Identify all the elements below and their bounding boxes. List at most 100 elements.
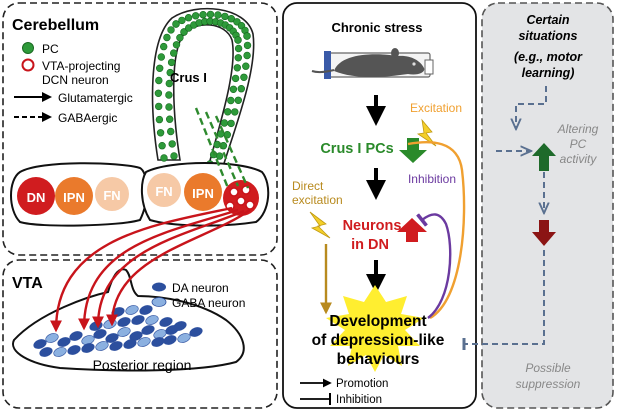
fn-left-label: FN	[103, 188, 120, 203]
certain-situations-line2: situations	[518, 29, 577, 43]
gaba-neuron	[95, 341, 109, 351]
da-neuron	[81, 343, 95, 353]
crus-i-label: Crus I	[170, 70, 207, 85]
da-neuron	[105, 333, 119, 343]
direct-excitation-bolt-icon	[309, 211, 331, 239]
purkinje-cell	[231, 108, 239, 116]
da-neuron-label: DA neuron	[172, 281, 229, 295]
ipn-right-nucleus	[184, 173, 222, 211]
da-neuron	[123, 339, 137, 349]
certain-situations-line3: (e.g., motor	[514, 50, 583, 64]
purkinje-cell	[237, 84, 246, 93]
promotion-legend-label: Promotion	[336, 378, 388, 390]
possible-suppression-line1: Possible	[525, 361, 571, 375]
purkinje-cell	[176, 33, 184, 42]
outcome-starburst	[326, 285, 424, 372]
posterior-region-label: Posterior region	[93, 357, 192, 373]
mouse-restraint-icon	[311, 48, 434, 79]
situations-to-altering-arrow	[516, 86, 547, 128]
da-neuron	[131, 315, 145, 325]
vta-title: VTA	[12, 275, 43, 292]
outcome-line3: behaviours	[337, 351, 420, 368]
altering-pc-activity-line2: PC	[570, 137, 587, 151]
purkinje-cell	[172, 20, 180, 28]
gaba-neuron	[45, 333, 59, 343]
purkinje-cell	[167, 58, 176, 67]
fn-right-label: FN	[155, 184, 172, 199]
ipn-left-label: IPN	[63, 190, 85, 205]
chronic-stress-panel: Chronic stress Crus I PCs Neurons in DN …	[282, 2, 477, 409]
purkinje-cell	[233, 64, 242, 72]
purkinje-cell	[192, 12, 200, 20]
purkinje-cell	[163, 33, 171, 42]
certain-situations-line4: learning)	[522, 66, 575, 80]
purkinje-cell	[154, 89, 163, 98]
da-neuron	[129, 331, 143, 341]
vta-projecting-dcn-neuron	[229, 187, 239, 197]
purkinje-cell	[221, 12, 229, 21]
legend-pc-label: PC	[42, 42, 59, 56]
possible-suppression-line2: suppression	[516, 377, 581, 391]
purkinje-cell	[178, 16, 186, 25]
gaba-neuron-legend-icon	[151, 297, 167, 307]
da-neuron	[163, 335, 177, 345]
inhibition-label: Inhibition	[408, 172, 456, 186]
crus-pcs-decrease-arrow	[399, 138, 427, 163]
purkinje-cell	[231, 74, 240, 83]
da-neuron	[173, 321, 187, 331]
purkinje-cell	[165, 79, 174, 88]
purkinje-cell	[220, 119, 229, 127]
gaba-neuron	[53, 347, 67, 357]
purkinje-cell	[234, 54, 243, 62]
da-neuron	[141, 325, 155, 335]
legend-gabaergic-label: GABAergic	[58, 111, 117, 125]
fn-right-nucleus	[147, 173, 181, 207]
purkinje-cell	[166, 68, 174, 77]
purkinje-cell	[165, 103, 173, 111]
purkinje-cell	[243, 41, 252, 50]
gaba-neuron	[137, 337, 151, 347]
neurons-in-dn-line2: in DN	[351, 237, 389, 253]
da-neuron	[159, 317, 173, 327]
excitation-label: Excitation	[410, 101, 462, 115]
purkinje-cell	[156, 64, 164, 73]
vta-projecting-legend-icon	[21, 58, 35, 72]
purkinje-cell	[160, 42, 168, 51]
purkinje-cell	[229, 85, 238, 94]
inhibition-feedback-loop	[416, 213, 452, 319]
purkinje-cell	[234, 44, 243, 53]
purkinje-cell	[227, 96, 235, 105]
dn-left-nucleus	[17, 177, 55, 215]
purkinje-cell	[168, 140, 176, 148]
gaba-neuron	[177, 333, 191, 343]
purkinje-cell	[155, 76, 163, 85]
purkinje-cell	[170, 152, 178, 160]
dcn-vta-projection-arrow	[92, 209, 245, 329]
purkinje-cell	[166, 115, 174, 123]
purkinje-cell	[215, 152, 224, 160]
purkinje-cell	[214, 11, 222, 19]
purkinje-cell	[234, 36, 242, 44]
purkinje-cell	[242, 62, 250, 70]
legend-glutamatergic-label: Glutamatergic	[58, 91, 133, 105]
da-neuron	[67, 345, 81, 355]
purkinje-cell	[227, 119, 235, 128]
gaba-neuron	[145, 315, 159, 325]
altering-pc-activity-line1: Altering	[557, 122, 599, 136]
possible-suppression-path	[462, 250, 545, 350]
purkinje-cell	[243, 32, 251, 40]
purkinje-cell	[234, 96, 243, 105]
da-neuron	[57, 337, 71, 347]
pc-activity-increase-arrow	[532, 143, 556, 171]
certain-situations-panel: Certain situations (e.g., motor learning…	[462, 2, 614, 409]
da-neuron	[33, 339, 47, 349]
da-neuron	[93, 329, 107, 339]
purkinje-cell	[170, 49, 178, 57]
purkinje-cell	[240, 73, 248, 82]
fn-left-nucleus	[95, 177, 129, 211]
gaba-neuron-label: GABA neuron	[172, 296, 245, 310]
chronic-stress-title: Chronic stress	[331, 20, 422, 35]
legend-vta-projecting-label: VTA-projecting	[42, 59, 120, 73]
excitation-bolt-icon	[416, 118, 437, 147]
